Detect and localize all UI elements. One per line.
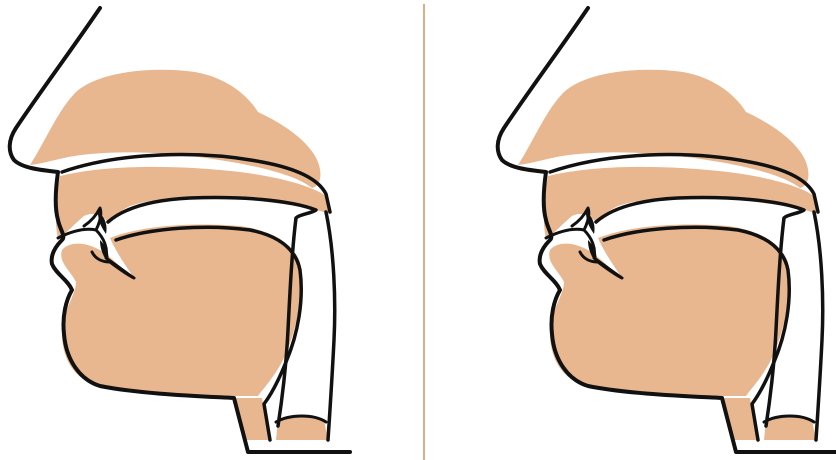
right-diagram [495, 6, 836, 454]
head-sagittal-section-icon [495, 6, 836, 454]
head-sagittal-section-icon [7, 6, 353, 454]
left-diagram [7, 6, 353, 454]
